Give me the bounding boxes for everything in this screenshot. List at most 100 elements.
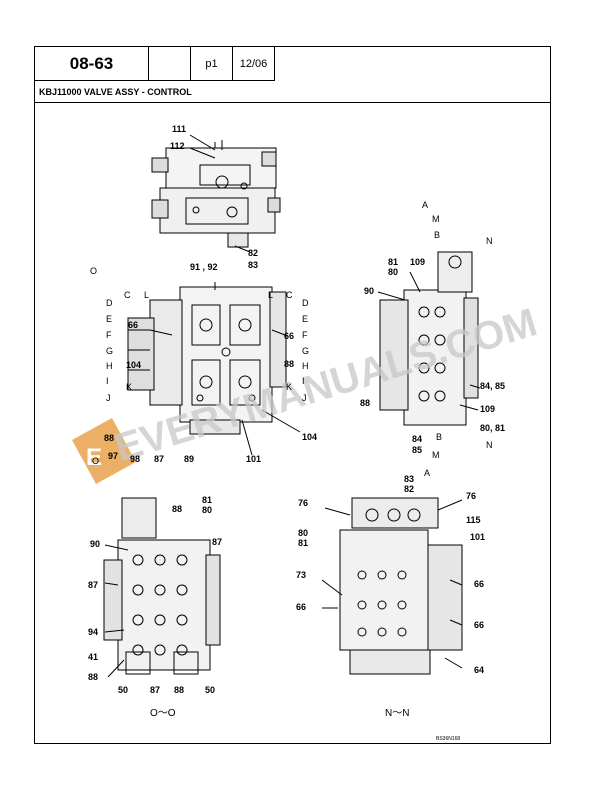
callout-98: 98 — [130, 454, 140, 464]
page-number: 08-63 — [35, 47, 149, 81]
header-blank-cell — [149, 47, 191, 81]
callout-85: 85 — [412, 445, 422, 455]
callout-83: 83 — [248, 260, 258, 270]
section-mark-l: L — [144, 290, 149, 300]
section-mark-m: M — [432, 214, 440, 224]
page-label: p1 — [191, 47, 233, 81]
n-callout-76-left: 76 — [298, 498, 308, 508]
section-mark-l-right: L — [268, 290, 273, 300]
section-mark-j: J — [106, 393, 111, 403]
section-mark-n-lower: N — [486, 440, 493, 450]
section-mark-d: D — [106, 298, 113, 308]
callout-104-right: 104 — [302, 432, 317, 442]
o-callout-50-left: 50 — [118, 685, 128, 695]
callout-104-left: 104 — [126, 360, 141, 370]
section-mark-g-right: G — [302, 346, 309, 356]
header-row: 08-63 p1 12/06 — [35, 47, 275, 81]
top-valve-drawing — [151, 134, 281, 253]
n-callout-82: 82 — [404, 484, 414, 494]
callout-97: 97 — [108, 451, 118, 461]
callout-88-right-valve: 88 — [360, 398, 370, 408]
n-callout-80: 80 — [298, 528, 308, 538]
n-callout-66-left: 66 — [296, 602, 306, 612]
callout-66-left: 66 — [128, 320, 138, 330]
section-mark-k: K — [126, 382, 132, 392]
section-mark-o: O — [90, 266, 97, 276]
section-mark-a: A — [422, 200, 428, 210]
section-mark-h-right: H — [302, 361, 309, 371]
section-mark-f-right: F — [302, 330, 308, 340]
page-frame: 08-63 p1 12/06 KBJ11000 VALVE ASSY - CON… — [34, 46, 551, 744]
callout-80: 80 — [388, 267, 398, 277]
callout-80-81: 80, 81 — [480, 423, 505, 433]
o-callout-50-right: 50 — [205, 685, 215, 695]
callout-66-right: 66 — [284, 331, 294, 341]
callouts: 111 112 82 83 91 , 92 66 66 104 88 88 97… — [88, 124, 505, 695]
n-callout-83: 83 — [404, 474, 414, 484]
revision-date: 12/06 — [233, 47, 275, 81]
section-mark-i: I — [106, 376, 109, 386]
section-mark-n: N — [486, 236, 493, 246]
callout-112: 112 — [170, 141, 185, 151]
section-mark-b-lower: B — [436, 432, 442, 442]
section-mark-d-right: D — [302, 298, 309, 308]
section-mark-e-right: E — [302, 314, 308, 324]
section-mark-b: B — [434, 230, 440, 240]
section-mark-g: G — [106, 346, 113, 356]
callout-81: 81 — [388, 257, 398, 267]
section-mark-m-lower: M — [432, 450, 440, 460]
view-label-o: O～O — [150, 708, 176, 719]
callout-90: 90 — [364, 286, 374, 296]
watermark-logo-letter: E — [86, 444, 102, 471]
o-callout-41: 41 — [88, 652, 98, 662]
figure-reference: BS36N168 — [436, 736, 461, 742]
callout-87: 87 — [154, 454, 164, 464]
section-mark-j-right: J — [302, 393, 307, 403]
n-view-valve-drawing — [321, 497, 463, 675]
callout-111: 111 — [172, 124, 186, 134]
o-callout-87-right: 87 — [212, 537, 222, 547]
o-callout-94: 94 — [88, 627, 98, 637]
o-callout-87-left: 87 — [88, 580, 98, 590]
section-mark-c: C — [124, 290, 131, 300]
o-callout-88-low: 88 — [88, 672, 98, 682]
callout-109-lower: 109 — [480, 404, 495, 414]
o-callout-81: 81 — [202, 495, 212, 505]
drawing-title: KBJ11000 VALVE ASSY - CONTROL — [35, 81, 550, 103]
callout-109: 109 — [410, 257, 425, 267]
section-marks: A M B N O C L D E F G H I J K C L D E F … — [90, 200, 493, 478]
left-valve-drawing — [127, 282, 301, 456]
n-callout-73: 73 — [296, 570, 306, 580]
callout-91-92: 91 , 92 — [190, 262, 218, 272]
section-mark-i-right: I — [302, 376, 305, 386]
o-callout-87-bottom: 87 — [150, 685, 160, 695]
section-mark-f: F — [106, 330, 112, 340]
callout-89: 89 — [184, 454, 194, 464]
o-callout-80: 80 — [202, 505, 212, 515]
n-callout-66-upper: 66 — [474, 579, 484, 589]
callout-84-85: 84, 85 — [480, 381, 505, 391]
section-mark-c-right: C — [286, 290, 293, 300]
section-mark-o-lower: O — [92, 456, 99, 466]
view-label-n: N～N — [385, 708, 409, 719]
callout-101: 101 — [246, 454, 261, 464]
right-valve-drawing — [377, 251, 481, 426]
callout-88-right: 88 — [284, 359, 294, 369]
section-mark-a-lower: A — [424, 468, 430, 478]
callout-82: 82 — [248, 248, 258, 258]
n-callout-66-lower: 66 — [474, 620, 484, 630]
o-callout-88-bottom: 88 — [174, 685, 184, 695]
n-callout-76-right: 76 — [466, 491, 476, 501]
o-view-valve-drawing — [103, 497, 221, 678]
section-mark-k-right: K — [286, 382, 292, 392]
o-callout-90: 90 — [90, 539, 100, 549]
n-callout-64: 64 — [474, 665, 484, 675]
callout-84: 84 — [412, 434, 422, 444]
n-callout-81: 81 — [298, 538, 308, 548]
callout-88-lower: 88 — [104, 433, 114, 443]
section-mark-e: E — [106, 314, 112, 324]
o-callout-88: 88 — [172, 504, 182, 514]
section-mark-h: H — [106, 361, 113, 371]
n-callout-101: 101 — [470, 532, 485, 542]
